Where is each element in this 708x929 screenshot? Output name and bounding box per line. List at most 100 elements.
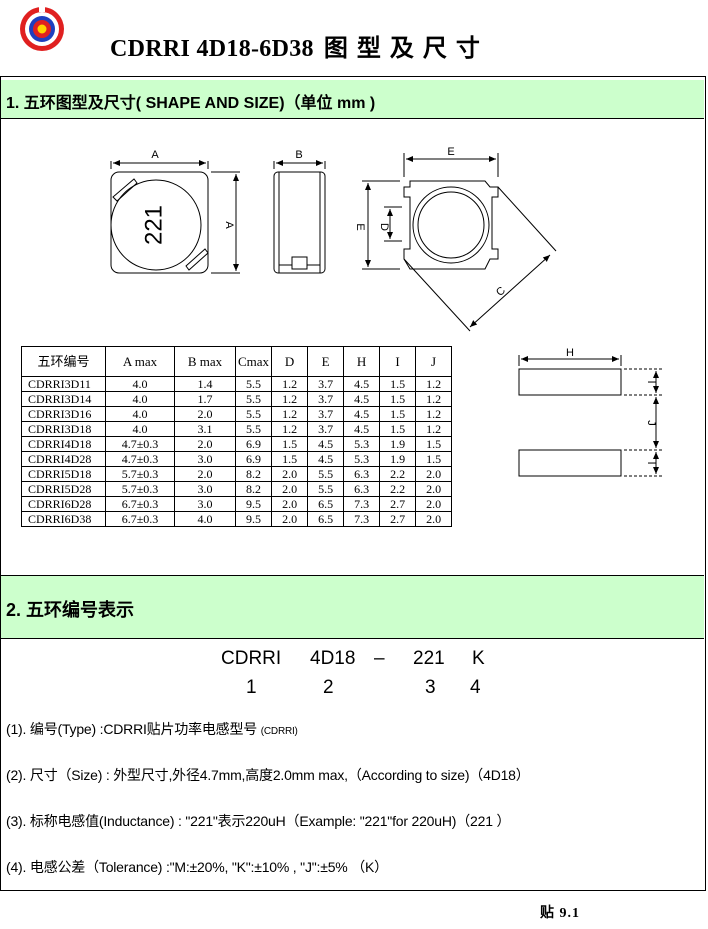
table-cell: 5.3 [343, 451, 381, 467]
table-cell: 6.9 [234, 436, 273, 452]
col-header: I [379, 346, 417, 377]
table-cell: 1.5 [271, 451, 309, 467]
table-header-row: 五环编号 A max B max Cmax D E H I J [21, 346, 453, 377]
table-cell: 1.9 [379, 436, 417, 452]
table-cell: 1.5 [379, 376, 417, 392]
table-cell: 2.0 [174, 466, 236, 482]
table-cell: 6.5 [307, 496, 345, 512]
section2-header-band [1, 575, 704, 638]
land-pattern-view [518, 355, 664, 477]
part-number-cell: CDRRI3D18 [21, 421, 106, 437]
code-number: 3 [425, 677, 436, 698]
table-cell: 2.0 [415, 481, 453, 497]
label-d: D [378, 223, 390, 231]
description-tolerance: (4). 电感公差（Tolerance) :"M:±20%, "K":±10% … [6, 859, 388, 875]
table-cell: 2.0 [271, 511, 309, 527]
table-cell: 1.2 [271, 376, 309, 392]
table-cell: 4.0 [105, 376, 175, 392]
part-number-cell: CDRRI4D28 [21, 451, 106, 467]
table-cell: 1.4 [174, 376, 236, 392]
title-code: CDRRI 4D18-6D38 [110, 36, 314, 62]
col-header: Cmax [234, 346, 273, 377]
table-cell: 2.7 [379, 511, 417, 527]
table-cell: 6.5 [307, 511, 345, 527]
bottom-view [362, 153, 557, 332]
page-number: 贴 9.1 [540, 906, 580, 921]
code-number: 4 [470, 677, 481, 698]
divider [1, 638, 704, 639]
table-cell: 4.5 [307, 451, 345, 467]
company-logo [20, 7, 64, 51]
table-cell: 9.5 [234, 496, 273, 512]
label-a-side: A [223, 221, 235, 229]
table-cell: 2.0 [174, 436, 236, 452]
part-number-cell: CDRRI5D28 [21, 481, 106, 497]
description-type: (1). 编号(Type) :CDRRI贴片功率电感型号 (CDRRI) [6, 721, 298, 737]
table-cell: 3.0 [174, 451, 236, 467]
table-cell: 1.5 [415, 451, 453, 467]
table-cell: 5.5 [234, 421, 273, 437]
content-frame [0, 76, 706, 891]
table-cell: 1.2 [271, 421, 309, 437]
table-cell: 5.5 [234, 391, 273, 407]
table-cell: 1.2 [415, 421, 453, 437]
description-size: (2). 尺寸（Size) : 外型尺寸,外径4.7mm,高度2.0mm max… [6, 767, 530, 783]
code-number: 2 [323, 677, 334, 698]
part-number-cell: CDRRI4D18 [21, 436, 106, 452]
table-cell: 4.5 [307, 436, 345, 452]
label-b: B [295, 149, 302, 161]
table-cell: 1.9 [379, 451, 417, 467]
table-cell: 4.7±0.3 [105, 451, 175, 467]
table-cell: 2.0 [271, 466, 309, 482]
table-cell: 4.5 [343, 421, 381, 437]
table-cell: 2.2 [379, 466, 417, 482]
table-cell: 3.7 [307, 376, 345, 392]
table-cell: 3.0 [174, 481, 236, 497]
table-cell: 6.7±0.3 [105, 511, 175, 527]
table-cell: 4.0 [105, 391, 175, 407]
table-cell: 2.0 [271, 496, 309, 512]
table-cell: 1.5 [271, 436, 309, 452]
table-cell: 5.7±0.3 [105, 466, 175, 482]
table-cell: 3.7 [307, 391, 345, 407]
label-i-lower: I [645, 461, 657, 464]
part-number-cell: CDRRI6D28 [21, 496, 106, 512]
label-a-top: A [151, 149, 159, 161]
table-cell: 8.2 [234, 466, 273, 482]
table-cell: 4.5 [343, 376, 381, 392]
table-cell: 5.7±0.3 [105, 481, 175, 497]
table-cell: 3.1 [174, 421, 236, 437]
code-part-size: 4D18 [310, 648, 356, 669]
label-e-top: E [447, 146, 454, 158]
title-cn: 图型及尺寸 [323, 36, 489, 62]
label-h: H [566, 347, 574, 359]
table-cell: 1.2 [415, 391, 453, 407]
page-title: CDRRI 4D18-6D38 图型及尺寸 [110, 28, 489, 63]
table-cell: 6.3 [343, 481, 381, 497]
label-j: J [645, 420, 657, 426]
table-cell: 7.3 [343, 511, 381, 527]
description-inductance: (3). 标称电感值(Inductance) : "221"表示220uH（Ex… [6, 813, 511, 829]
table-cell: 1.7 [174, 391, 236, 407]
table-cell: 4.7±0.3 [105, 436, 175, 452]
table-cell: 4.5 [343, 406, 381, 422]
col-header: B max [174, 346, 236, 377]
table-cell: 4.5 [343, 391, 381, 407]
divider [1, 575, 704, 576]
code-number: 1 [246, 677, 257, 698]
col-header: 五环编号 [21, 346, 106, 377]
divider [1, 118, 704, 119]
code-part-tolerance: K [472, 648, 485, 669]
table-cell: 1.5 [379, 406, 417, 422]
top-view [110, 160, 240, 274]
table-cell: 2.2 [379, 481, 417, 497]
dimension-drawings: A A B E E D C H I J I 221 [110, 146, 664, 477]
part-number-cell: CDRRI3D16 [21, 406, 106, 422]
